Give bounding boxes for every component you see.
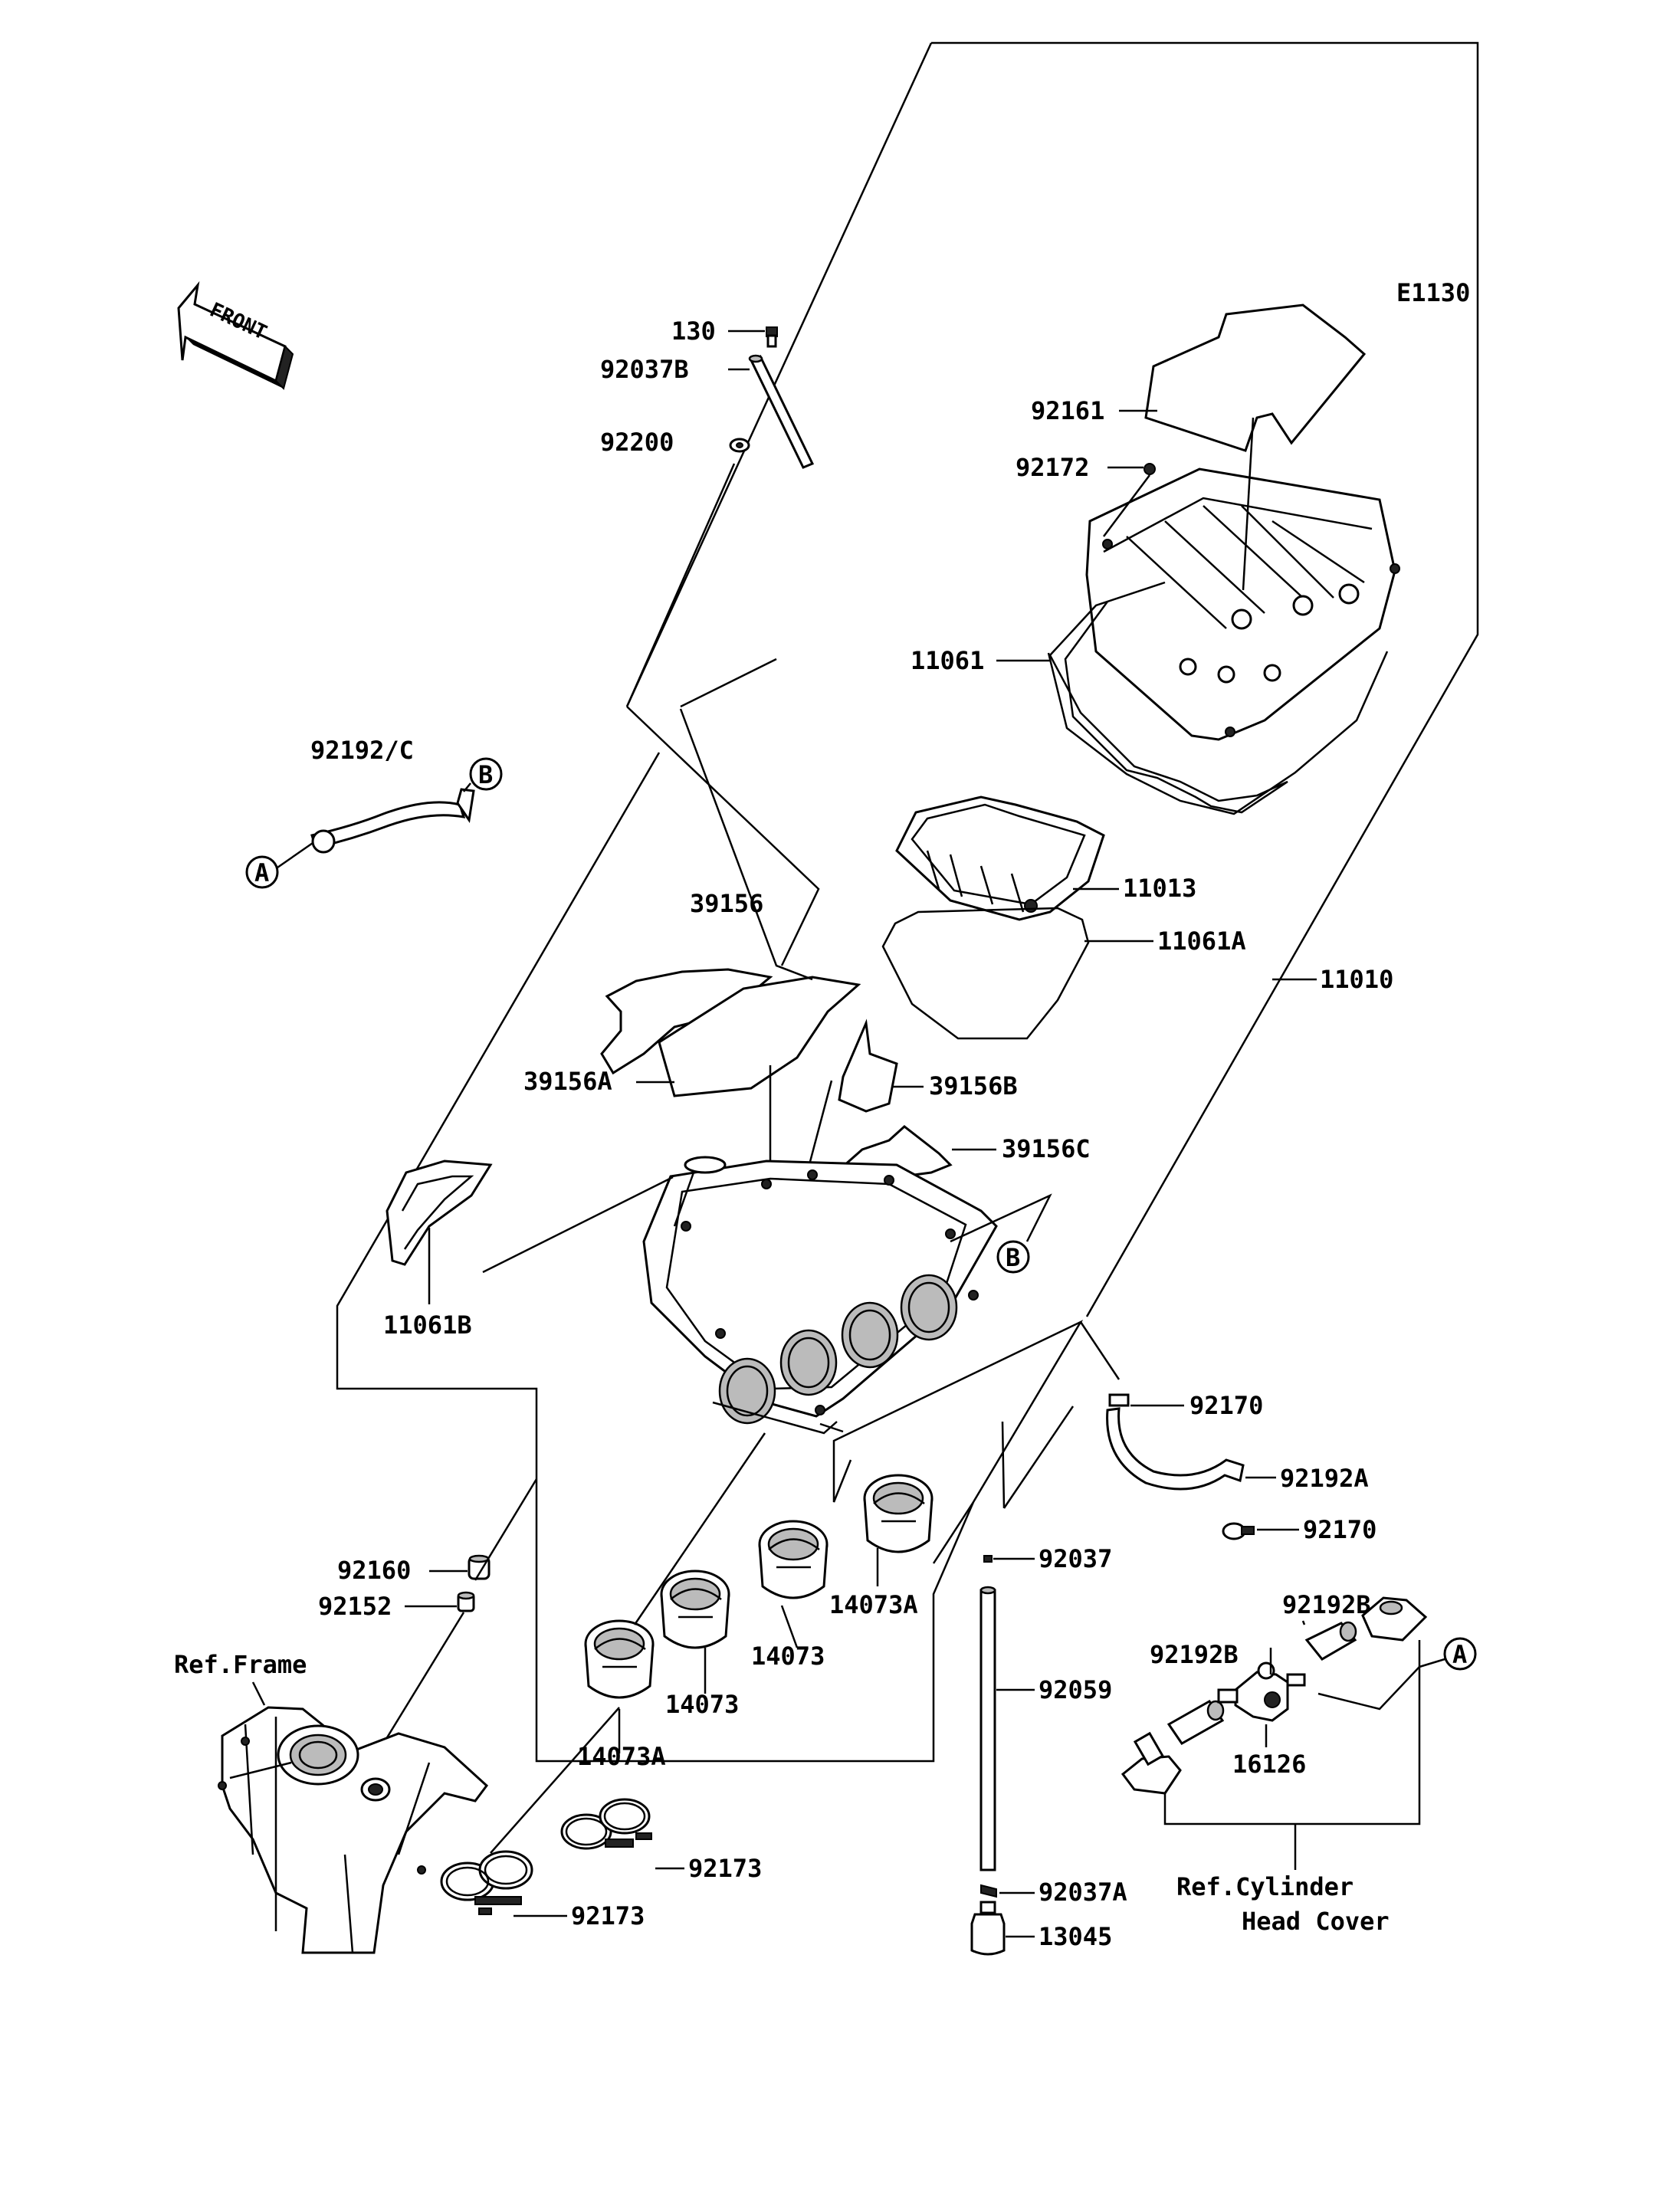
label-11010: 11010 <box>1320 965 1393 994</box>
collar-92037b <box>748 354 815 469</box>
element-gasket <box>881 907 1090 1040</box>
label-16126: 16126 <box>1232 1750 1306 1779</box>
label-11013: 11013 <box>1123 874 1196 903</box>
cover-gasket-outer <box>1047 651 1389 815</box>
label-92037: 92037 <box>1039 1544 1112 1573</box>
label-39156: 39156 <box>690 889 763 918</box>
clip-92037A <box>980 1884 997 1898</box>
frame-reference <box>218 1706 489 1954</box>
tube-92059 <box>979 1589 996 1871</box>
duct-14073A-right <box>863 1474 934 1553</box>
label-92200: 92200 <box>600 428 674 457</box>
label-92192a: 92192A <box>1280 1464 1369 1493</box>
label-39156b: 39156B <box>929 1071 1018 1100</box>
air-filter-element <box>895 795 1105 921</box>
label-92161: 92161 <box>1031 396 1104 425</box>
label-92160: 92160 <box>337 1556 411 1585</box>
label-92173-lower: 92173 <box>571 1901 645 1930</box>
clip-92170 <box>1222 1522 1255 1540</box>
label-11061: 11061 <box>911 646 984 675</box>
label-92172: 92172 <box>1016 453 1089 482</box>
head-cover-fitting-right <box>1361 1596 1428 1642</box>
label-14073-left: 14073 <box>665 1690 739 1719</box>
ref-frame-label: Ref.Frame <box>174 1650 307 1679</box>
grommet-92160 <box>468 1554 491 1580</box>
front-arrow-icon: FRONT <box>177 280 294 390</box>
callout-a-left-label: A <box>254 858 269 887</box>
callout-b-top <box>469 757 503 791</box>
housing-throat-holes <box>718 1274 958 1425</box>
label-92152: 92152 <box>318 1592 392 1621</box>
collar-92152 <box>457 1591 475 1612</box>
hose-92192a <box>1106 1393 1245 1491</box>
label-13045: 13045 <box>1039 1922 1112 1951</box>
valve-16126 <box>1217 1661 1306 1722</box>
label-130: 130 <box>671 317 716 346</box>
ref-cylinder-label-line2: Head Cover <box>1242 1907 1390 1936</box>
label-leaders <box>405 330 1317 1938</box>
duct-14073-right <box>758 1520 829 1599</box>
cover-sheet <box>1144 303 1367 452</box>
callout-b-mid-label: B <box>1006 1243 1020 1272</box>
label-92037a: 92037A <box>1039 1878 1127 1907</box>
air-cleaner-top-cover <box>1085 467 1400 741</box>
label-39156c: 39156C <box>1002 1134 1091 1163</box>
label-92192b-lower: 92192B <box>1150 1640 1239 1669</box>
diagram-code: E1130 <box>1396 278 1470 307</box>
hose-92192b-lower <box>1166 1700 1225 1745</box>
clamp-92173-upper <box>560 1798 652 1850</box>
screw-92172 <box>1144 463 1156 475</box>
label-14073a-right: 14073A <box>829 1590 918 1619</box>
label-92170-upper: 92170 <box>1189 1391 1263 1420</box>
label-92059: 92059 <box>1039 1675 1112 1704</box>
label-14073-right: 14073 <box>751 1642 825 1671</box>
duct-14073A-left <box>584 1619 655 1699</box>
ref-cylinder-label-line1: Ref.Cylinder <box>1176 1872 1354 1901</box>
cover-gasket <box>1048 581 1288 814</box>
clip-92037 <box>983 1555 993 1563</box>
callout-b-mid <box>996 1240 1030 1274</box>
label-92173-upper: 92173 <box>688 1854 762 1883</box>
label-92037b: 92037B <box>600 355 689 384</box>
hose-92192c <box>310 788 475 854</box>
housing-leaders <box>535 1320 1121 1763</box>
hose-92192b-upper <box>1304 1621 1357 1661</box>
label-92192b-upper: 92192B <box>1282 1590 1371 1619</box>
label-11061a: 11061A <box>1157 927 1246 956</box>
housing-group-outline <box>336 41 1479 1433</box>
head-cover-fitting-left <box>1121 1731 1182 1795</box>
callout-a-left <box>245 855 279 889</box>
label-92170-lower: 92170 <box>1303 1515 1376 1544</box>
label-14073a-left: 14073A <box>577 1742 666 1771</box>
gasket-11061b <box>386 1160 493 1266</box>
clamp-92173-lower <box>440 1850 533 1915</box>
air-cleaner-housing <box>642 1156 998 1435</box>
label-11061b: 11061B <box>383 1310 472 1340</box>
label-92192c: 92192/C <box>310 736 414 765</box>
bolt-130 <box>766 326 778 348</box>
duct-14073-left <box>660 1570 730 1649</box>
plug-13045 <box>970 1901 1006 1956</box>
callout-b-top-label: B <box>478 760 493 789</box>
label-39156a: 39156A <box>523 1067 612 1096</box>
callout-a-right <box>1443 1637 1477 1671</box>
callout-a-right-label: A <box>1452 1640 1467 1669</box>
